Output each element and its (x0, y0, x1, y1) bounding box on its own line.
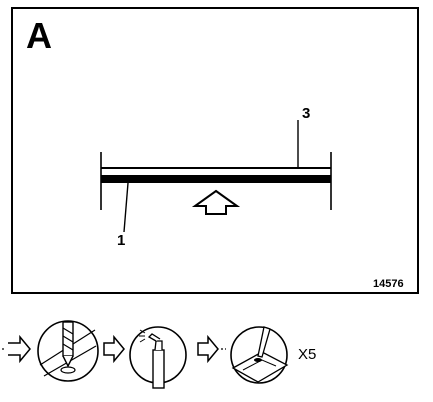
step-arrow-icon (8, 334, 31, 364)
step-arrow-icon (103, 334, 125, 364)
callout-3: 3 (302, 105, 311, 122)
spatula-spread-icon (230, 326, 289, 384)
up-arrow-icon (191, 189, 241, 215)
cross-section (100, 152, 332, 210)
leader-line-1 (123, 182, 129, 233)
sealant-cartridge-icon (129, 326, 187, 389)
step-arrow-icon (197, 334, 219, 364)
figure-reference-number: 14576 (373, 278, 404, 290)
diagram-frame (11, 7, 419, 294)
drill-icon (37, 320, 99, 382)
panel-letter: A (26, 15, 52, 56)
callout-1: 1 (117, 232, 126, 249)
inner-panel-strip (101, 175, 331, 183)
procedure-strip (2, 320, 289, 389)
repeat-count-label: X5 (298, 346, 317, 363)
